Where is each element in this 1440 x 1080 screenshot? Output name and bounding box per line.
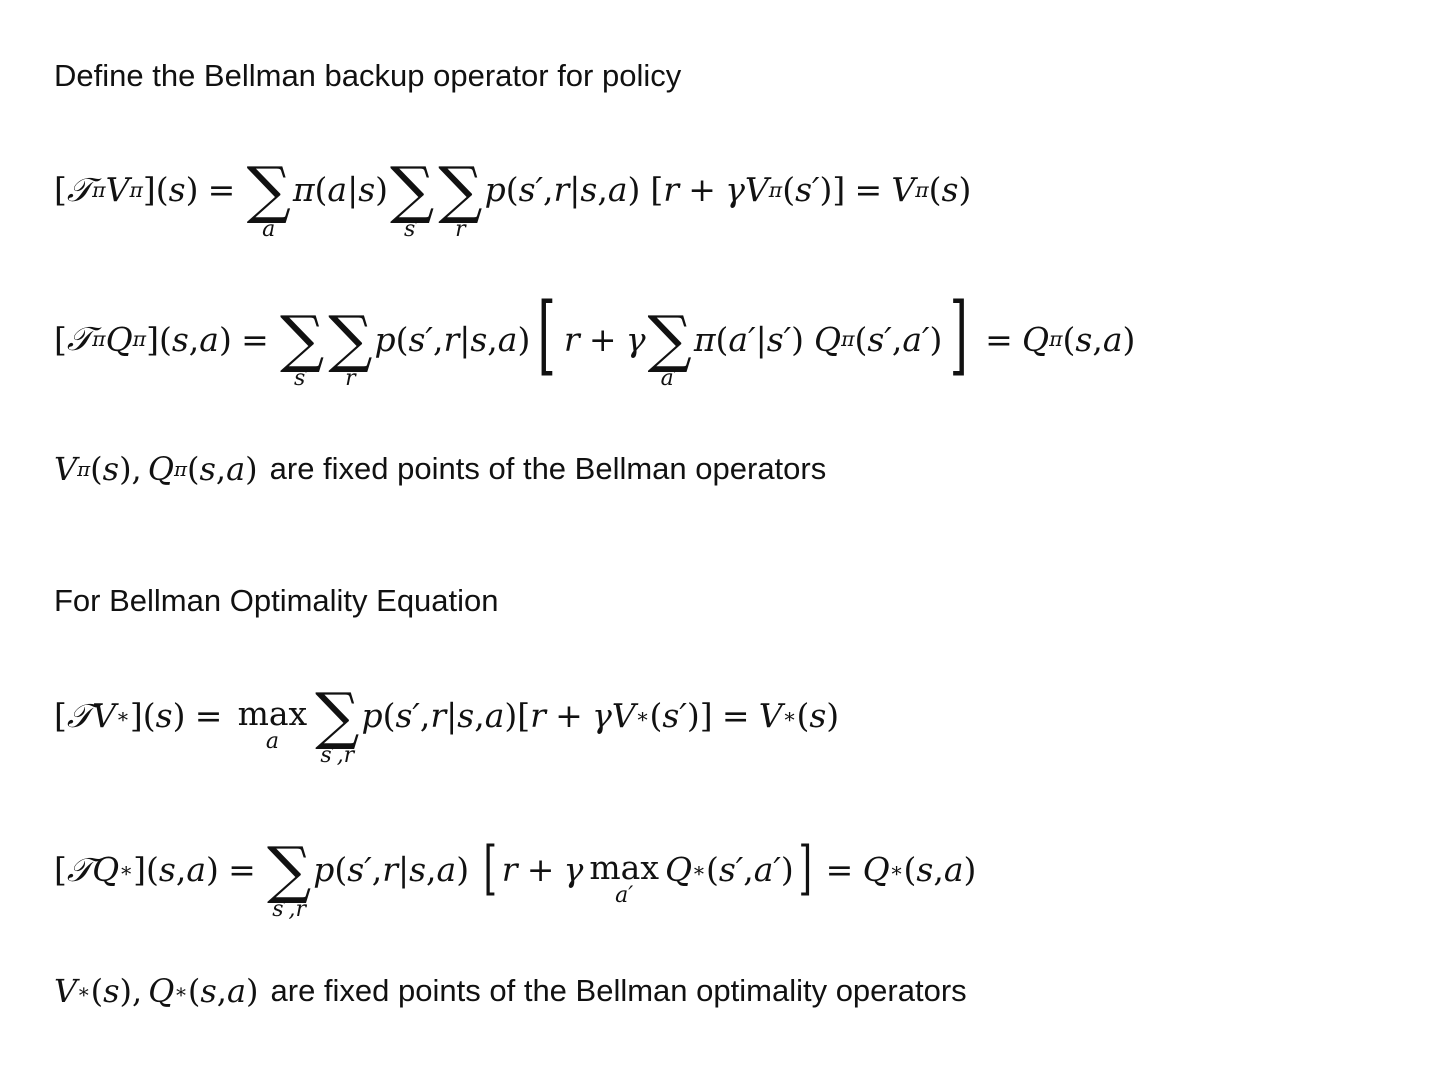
- sum-over-sprime-r: ∑s′,r: [267, 833, 312, 922]
- sum-over-sprime: ∑s′: [390, 153, 435, 242]
- fixed-point-text-1: are fixed points of the Bellman operator…: [269, 451, 827, 486]
- fixed-point-text-2: are fixed points of the Bellman optimali…: [270, 973, 967, 1008]
- fixed-point-statement-optimal: V∗(s), Q∗(s,a) are fixed points of the B…: [54, 972, 967, 1010]
- sum-over-aprime: ∑a′: [647, 302, 692, 391]
- sum-over-r: ∑r: [328, 302, 373, 391]
- heading-policy-operator: Define the Bellman backup operator for p…: [54, 58, 682, 93]
- heading-optimality: For Bellman Optimality Equation: [54, 583, 499, 618]
- sum-over-sprime-r: ∑s′,r: [315, 679, 360, 768]
- sum-over-r: ∑r: [438, 153, 483, 242]
- sum-over-a: ∑a: [246, 153, 291, 242]
- sum-over-sprime: ∑s′: [279, 302, 325, 391]
